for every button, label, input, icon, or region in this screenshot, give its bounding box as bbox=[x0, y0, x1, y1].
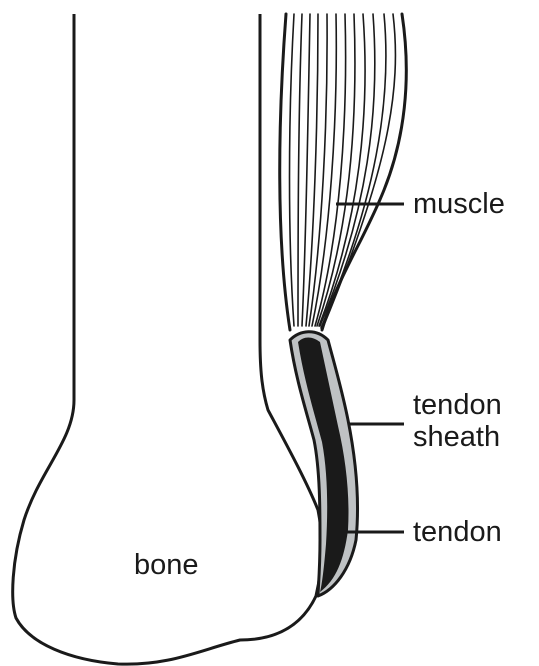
tendon-sheath-label-line1: tendon bbox=[413, 389, 502, 421]
muscle-outline-left bbox=[280, 14, 290, 330]
muscle-fiber bbox=[290, 14, 295, 326]
muscle-fiber bbox=[298, 14, 302, 326]
tendon-label: tendon bbox=[413, 516, 502, 548]
muscle-fiber bbox=[306, 14, 318, 326]
tendon-sheath-label-line2: sheath bbox=[413, 421, 500, 453]
muscle-label: muscle bbox=[413, 188, 505, 220]
muscle-fiber bbox=[320, 14, 375, 326]
muscle-fiber bbox=[302, 14, 310, 326]
bone-label: bone bbox=[134, 549, 199, 581]
muscle-fibers bbox=[280, 14, 407, 330]
